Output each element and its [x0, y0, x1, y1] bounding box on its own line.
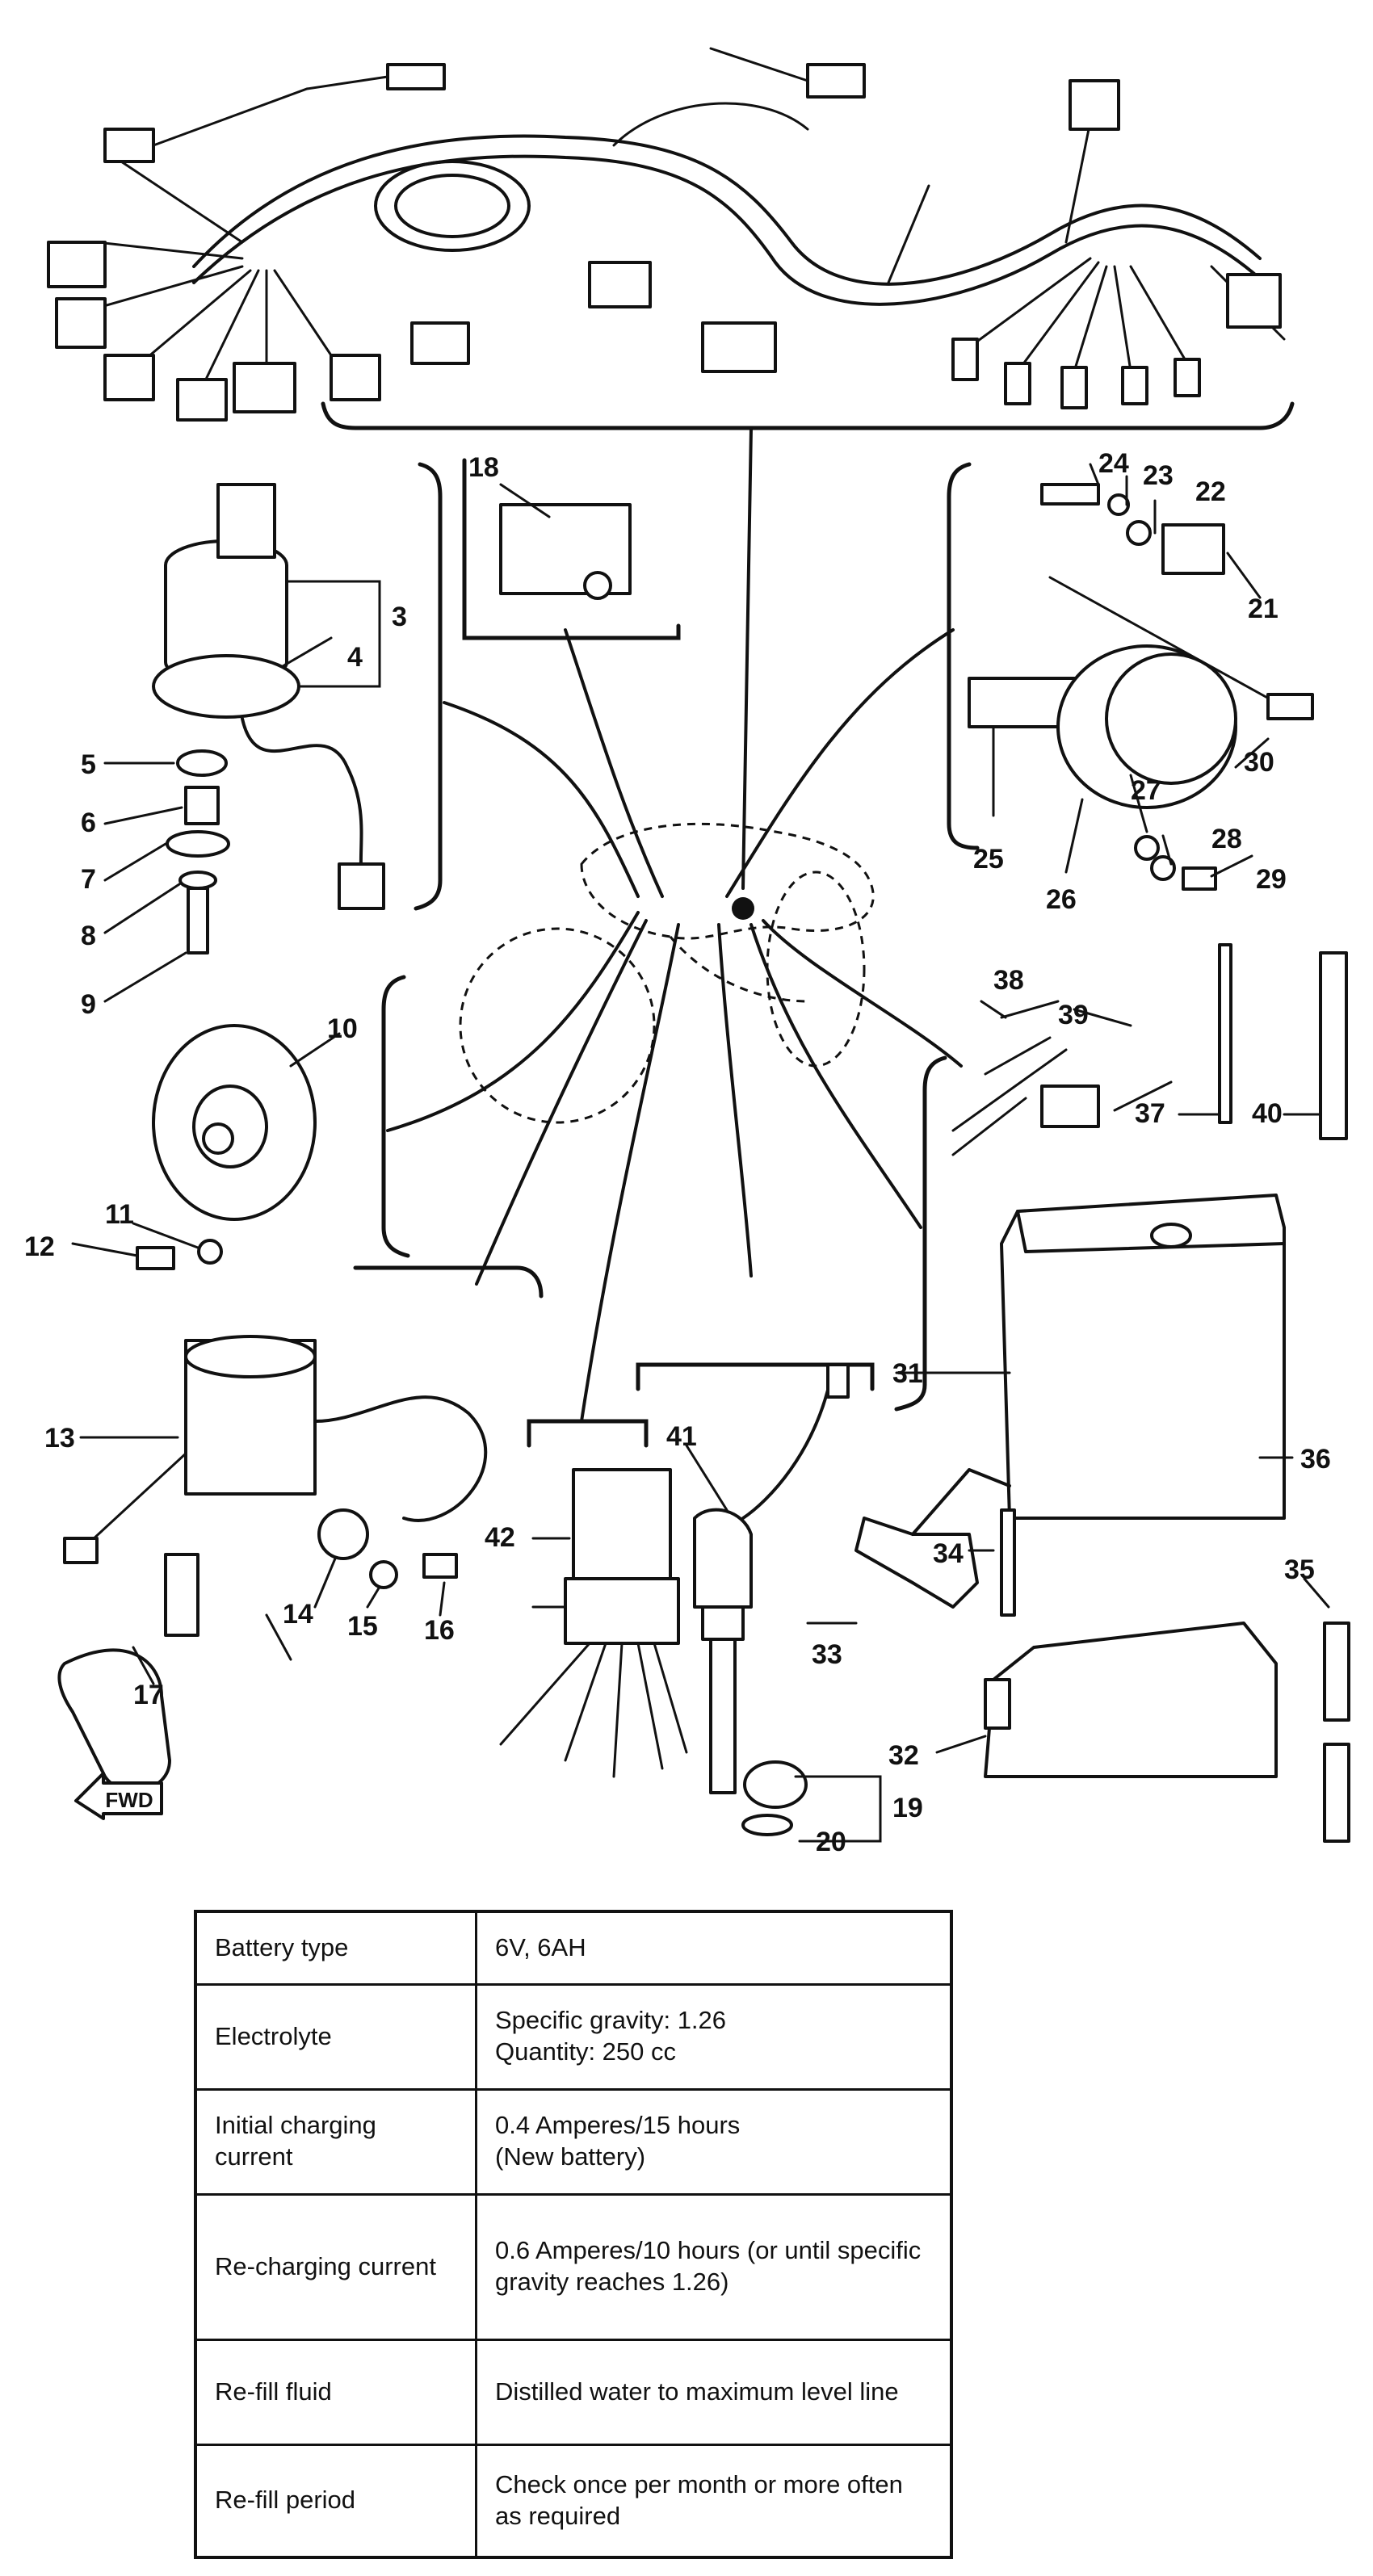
callout-8: 9	[81, 989, 96, 1020]
forward-direction-arrow-icon: FWD	[74, 1772, 163, 1820]
table-row: Electrolyte Specific gravity: 1.26 Quant…	[194, 1982, 953, 2091]
callout-33: 34	[933, 1538, 964, 1569]
callout-30: 31	[892, 1358, 923, 1389]
battery-spec-table: Battery type 6V, 6AH Electrolyte Specifi…	[194, 1910, 953, 2559]
spec-value: Check once per month or more often as re…	[475, 2443, 953, 2559]
callout-24: 25	[973, 844, 1004, 875]
table-row: Initial charging current 0.4 Amperes/15 …	[194, 2087, 953, 2196]
callout-3: 4	[347, 642, 363, 673]
table-row: Re-fill period Check once per month or m…	[194, 2443, 953, 2559]
callout-39: 40	[1252, 1098, 1283, 1129]
callout-40: 41	[666, 1421, 697, 1452]
callout-35: 36	[1300, 1444, 1331, 1475]
table-row: Battery type 6V, 6AH	[194, 1910, 953, 1986]
spec-value: 6V, 6AH	[475, 1910, 953, 1986]
callout-2: 3	[392, 602, 407, 632]
table-row: Re-fill fluid Distilled water to maximum…	[194, 2338, 953, 2446]
flasher-relay-group	[462, 458, 681, 640]
spec-value: Distilled water to maximum level line	[475, 2338, 953, 2446]
callout-14: 15	[347, 1611, 378, 1642]
fwd-label: FWD	[105, 1788, 153, 1812]
callout-31: 32	[888, 1740, 919, 1771]
spec-label: Initial charging current	[194, 2087, 477, 2196]
spec-label: Re-fill fluid	[194, 2338, 477, 2446]
callout-25: 26	[1046, 884, 1077, 915]
callout-37: 38	[993, 965, 1024, 996]
callout-5: 6	[81, 808, 96, 838]
spec-label: Re-fill period	[194, 2443, 477, 2559]
main-switch-group	[103, 462, 443, 1003]
callout-23: 24	[1098, 448, 1129, 479]
spec-label: Battery type	[194, 1910, 477, 1986]
table-row: Re-charging current 0.6 Amperes/10 hours…	[194, 2192, 953, 2341]
callout-20: 21	[1248, 594, 1279, 624]
callout-7: 8	[81, 921, 96, 951]
relay-group	[499, 1419, 688, 1778]
ignition-coil-group	[57, 1265, 544, 1793]
regulator-group	[947, 462, 1314, 891]
callout-34: 35	[1284, 1554, 1315, 1585]
neutral-switch-group	[636, 1362, 882, 1843]
callout-32: 33	[812, 1639, 842, 1670]
callout-16: 17	[133, 1680, 164, 1710]
wire-harness	[47, 47, 1295, 430]
callout-11: 12	[24, 1231, 55, 1262]
callout-26: 27	[1131, 775, 1161, 806]
callout-17: 18	[468, 452, 499, 483]
spec-value: Specific gravity: 1.26 Quantity: 250 cc	[475, 1982, 953, 2091]
callout-27: 28	[1211, 824, 1242, 854]
callout-15: 16	[424, 1615, 455, 1646]
horn-group	[71, 975, 410, 1270]
callout-13: 14	[283, 1599, 313, 1630]
callout-4: 5	[81, 749, 96, 780]
frame-outline	[459, 822, 875, 1124]
callout-9: 10	[327, 1013, 358, 1044]
battery-group	[806, 943, 1350, 1843]
connection-lines	[386, 426, 963, 1423]
callout-28: 29	[1256, 864, 1287, 895]
spec-value: 0.4 Amperes/15 hours (New battery)	[475, 2087, 953, 2196]
callout-41: 42	[485, 1522, 515, 1553]
callout-numbers: 3 4 5 6 7 8 9 10 11 12 13 14 15 16 17 18…	[24, 448, 1331, 1857]
callout-6: 7	[81, 864, 96, 895]
callout-36: 37	[1135, 1098, 1165, 1129]
callout-12: 13	[44, 1423, 75, 1454]
spec-label: Re-charging current	[194, 2192, 477, 2341]
callout-38: 39	[1058, 1000, 1089, 1030]
callout-29: 30	[1244, 747, 1274, 778]
wiring-exploded-diagram: 3 4 5 6 7 8 9 10 11 12 13 14 15 16 17 18…	[24, 47, 1350, 1857]
callout-22: 23	[1143, 460, 1174, 491]
callout-19: 20	[816, 1827, 846, 1857]
spec-label: Electrolyte	[194, 1982, 477, 2091]
callout-10: 11	[105, 1199, 134, 1230]
spec-value: 0.6 Amperes/10 hours (or until specific …	[475, 2192, 953, 2341]
fuse-cable-group	[951, 1036, 1068, 1132]
callout-18: 19	[892, 1793, 923, 1823]
callout-21: 22	[1195, 476, 1226, 507]
